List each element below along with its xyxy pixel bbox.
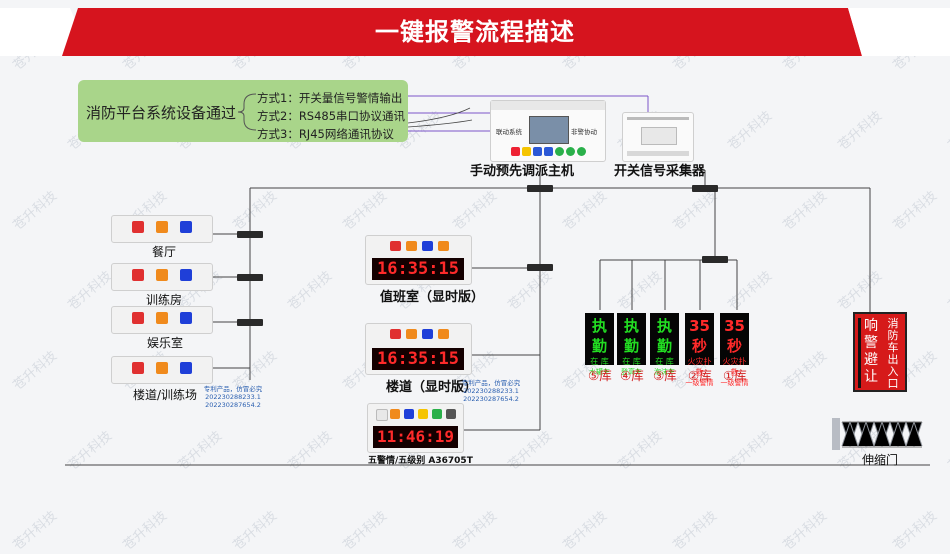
room-label-recreation: 娱乐室 bbox=[147, 336, 184, 350]
duty-room-clock: 16:35:15 bbox=[372, 258, 464, 280]
retractable-gate-icon bbox=[832, 418, 923, 450]
duty-room-label: 值班室（显时版） bbox=[380, 290, 485, 305]
garage-board: 35秒火灾扑救一级警情 bbox=[720, 313, 749, 387]
garage-board: 执勤在 库水罐车 bbox=[585, 313, 614, 376]
signal-collector-device bbox=[622, 112, 694, 162]
room-alarm-light bbox=[111, 306, 213, 334]
garage-label: ②库 bbox=[688, 368, 712, 383]
dispatch-host-device: 联动系统 非警协动 bbox=[490, 100, 606, 162]
network-switch bbox=[527, 264, 553, 271]
title-banner bbox=[0, 8, 950, 56]
method-1: 方式1：开关量信号警情输出 bbox=[257, 91, 403, 105]
method-3: 方式3：RJ45网络通讯协议 bbox=[257, 127, 394, 141]
garage-label: ③库 bbox=[653, 368, 677, 383]
bracket-icon bbox=[237, 93, 257, 131]
network-switch bbox=[237, 319, 263, 326]
network-switch bbox=[527, 185, 553, 192]
exit-sign-left-text: 响警避让 bbox=[864, 318, 878, 385]
five-alarm-display: 11:46:19 bbox=[367, 403, 464, 453]
platform-label: 消防平台系统设备通过 bbox=[86, 104, 237, 122]
room-label-corridor: 楼道/训练场 bbox=[133, 388, 198, 402]
fire-exit-sign: 响警避让 消防车出入口 bbox=[853, 312, 907, 392]
host-panel-right: 非警协动 bbox=[571, 128, 597, 136]
corridor-display: 16:35:15 bbox=[365, 323, 472, 375]
host-label: 手动预先调派主机 bbox=[470, 164, 575, 179]
network-switch bbox=[237, 231, 263, 238]
garage-board: 35秒火灾扑救一级警情 bbox=[685, 313, 714, 387]
network-switch bbox=[702, 256, 728, 263]
corridor-clock: 16:35:15 bbox=[372, 348, 464, 370]
method-2: 方式2：RS485串口协议通讯 bbox=[257, 109, 406, 123]
duty-room-display: 16:35:15 bbox=[365, 235, 472, 285]
host-panel-left: 联动系统 bbox=[496, 128, 522, 136]
network-switch bbox=[692, 185, 718, 192]
room-label-canteen: 餐厅 bbox=[152, 245, 177, 259]
gate-label: 伸缩门 bbox=[862, 453, 899, 467]
network-switch bbox=[237, 274, 263, 281]
corridor-label: 楼道（显时版） bbox=[386, 380, 478, 395]
exit-sign-right-text: 消防车出入口 bbox=[887, 317, 899, 390]
room-alarm-light bbox=[111, 215, 213, 243]
garage-board: 执勤在 库登高车 bbox=[617, 313, 646, 376]
garage-label: ④库 bbox=[620, 368, 644, 383]
five-alarm-label: 五警情/五级别 A36705T bbox=[368, 456, 473, 466]
room-label-training: 训练房 bbox=[146, 293, 183, 307]
garage-label: ⑤库 bbox=[588, 368, 612, 383]
room-alarm-light bbox=[111, 263, 213, 291]
garage-label: ①库 bbox=[723, 368, 747, 383]
room-alarm-light bbox=[111, 356, 213, 384]
garage-board: 执勤在 库泡沫车 bbox=[650, 313, 679, 376]
collector-label: 开关信号采集器 bbox=[614, 164, 706, 179]
five-alarm-clock: 11:46:19 bbox=[373, 426, 458, 448]
page-title: 一键报警流程描述 bbox=[375, 18, 575, 46]
